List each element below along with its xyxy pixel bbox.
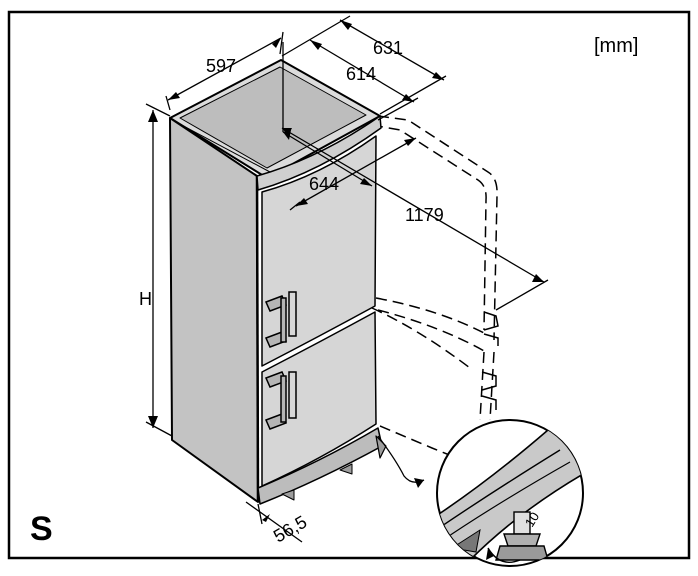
dimension-width-label: 597 [206,56,236,76]
dimension-arrowheads [148,20,544,522]
dimension-door-closed-label: 644 [309,174,339,194]
lower-door [261,311,377,487]
dimension-depth-inner-label: 614 [346,64,376,84]
dimension-height-label: H [139,289,152,309]
open-door-outline [371,115,498,457]
foot-detail-magnifier: 10 [436,419,584,567]
open-door-handles [481,311,499,410]
cabinet-side [169,117,259,503]
dimension-depth-outer-label: 631 [373,38,403,58]
dimension-lines [145,15,549,543]
door-handles [264,291,297,430]
detail-leader [377,435,425,483]
corner-label: S [30,510,53,548]
fridge-cabinet [169,59,387,505]
dimension-door-open-label: 1179 [405,205,444,225]
knob-marking: 10 [522,509,542,529]
dimension-foot-offset-label: 56,5 [270,512,310,547]
drawing-frame [7,10,691,560]
unit-label: [mm] [594,35,638,57]
